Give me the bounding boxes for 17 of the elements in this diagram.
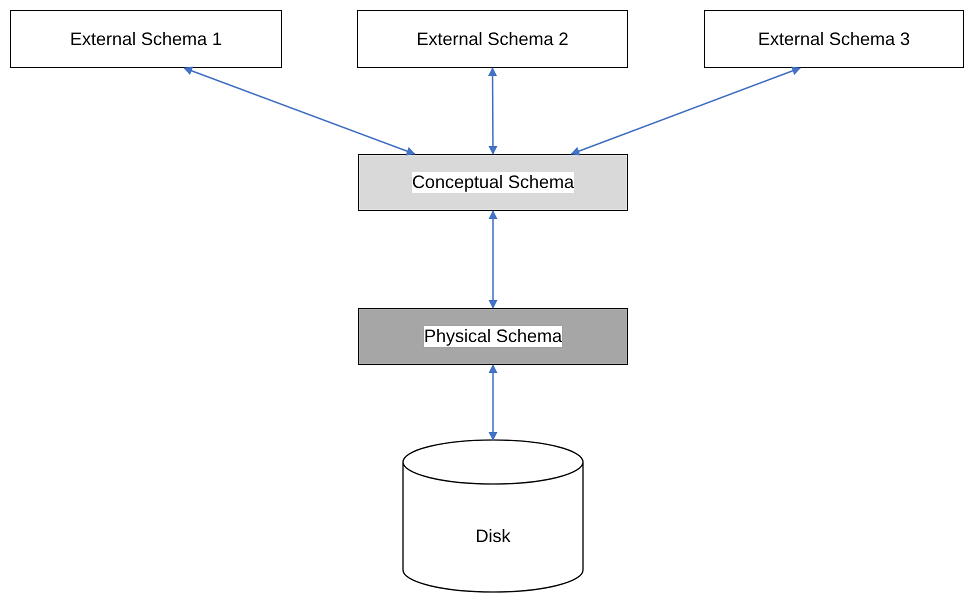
schema-box: [358, 154, 628, 211]
node-label: Disk: [476, 526, 510, 546]
node-label: Physical Schema: [424, 326, 562, 347]
schema-box: [704, 10, 964, 68]
node-label: External Schema 2: [416, 28, 569, 50]
arrow: [488, 67, 498, 155]
node-label: External Schema 3: [758, 28, 910, 50]
arrow: [488, 364, 498, 441]
schema-box: [357, 10, 628, 68]
node-label: Conceptual Schema: [412, 172, 574, 193]
schema-box: [10, 10, 282, 68]
schema-box: [358, 308, 628, 365]
arrow: [183, 66, 416, 156]
arrow: [488, 210, 498, 309]
arrow: [570, 66, 802, 156]
node-label: External Schema 1: [70, 28, 222, 50]
disk-cylinder: [402, 440, 584, 592]
